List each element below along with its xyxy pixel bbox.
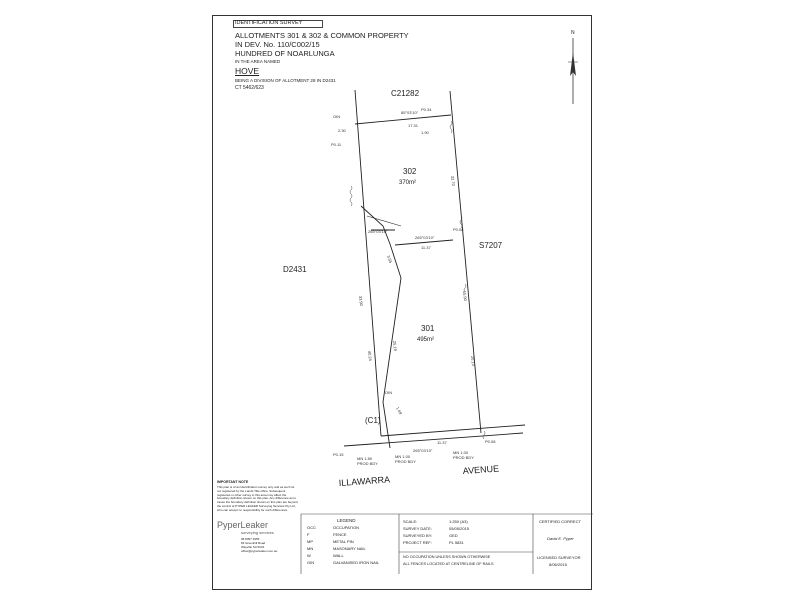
street-name-avenue: AVENUE <box>462 463 499 476</box>
distance-label: 33.90 <box>358 296 364 307</box>
distance-label: 32.70 <box>450 176 456 187</box>
survey-date: 05/05/2015 <box>449 526 470 531</box>
company-subtitle: surveying services <box>241 530 274 535</box>
mark-label: P0.34 <box>421 107 432 112</box>
legend-code: W <box>307 553 311 558</box>
surveyor-signature: David E. Pyper <box>547 536 574 541</box>
division-text: BEING A DIVISION OF ALLOTMENT 28 IN D243… <box>235 78 336 83</box>
plan-drawing: 85°03'10" 17.31 265°03'10" 11.37 265°03'… <box>283 38 593 574</box>
peg-label: PROD BDY <box>453 455 474 460</box>
distance-label: 2.30 <box>338 128 347 133</box>
area-named-label: IN THE AREA NAMED <box>235 59 281 64</box>
mark-label: P0.11 <box>331 142 342 147</box>
parcel-s7207: S7207 <box>479 241 503 250</box>
project-ref: PL 5831 <box>449 540 464 545</box>
boundary-lines <box>343 89 526 449</box>
parcel-d2431: D2431 <box>283 265 307 274</box>
legend-desc: METAL PIN <box>333 539 354 544</box>
distance-label: 20.13 <box>470 356 476 367</box>
project-ref-label: PROJECT REF: <box>403 540 432 545</box>
note-title: IMPORTANT NOTE <box>217 480 249 484</box>
bearing-label: 265°03'10" <box>413 448 433 453</box>
certification-date: 8/06/2015 <box>549 562 567 567</box>
distance-label: 1.90 <box>421 130 430 135</box>
distance-label: 40.24 <box>367 351 373 362</box>
survey-plan-sheet: IDENTIFICATION SURVEY ALLOTMENTS 301 & 3… <box>212 15 593 590</box>
legend-code: OCC <box>307 525 316 530</box>
company-line: 08 8357 3955 <box>241 537 260 541</box>
fences-note: ALL FENCES LOCATED AT CENTRELINE OF RAIL… <box>403 562 494 566</box>
allotment-301: 301 <box>421 324 435 333</box>
mark-label: P0.15 <box>333 452 344 457</box>
occupation-note: NO OCCUPATION UNLESS SHOWN OTHERWISE <box>403 555 491 559</box>
legend-code: F <box>307 532 310 537</box>
plan-title: ALLOTMENTS 301 & 302 & COMMON PROPERTY <box>235 31 409 40</box>
distance-label: 17.31 <box>408 123 419 128</box>
legend-desc: GALVANISED IRON NAIL <box>333 560 380 565</box>
distance-label: 25.19 <box>392 341 398 352</box>
north-label: N <box>571 30 575 36</box>
parcel-labels: C21282 S7207 D2431 302 370m² 301 495m² (… <box>283 89 503 425</box>
mark-label: P0.08 <box>453 227 464 232</box>
bearing-label: 265°03'10" <box>368 229 388 234</box>
mark-label: P0.08 <box>485 439 496 444</box>
peg-label: PROD BDY <box>357 461 378 466</box>
legend-desc: OCCUPATION <box>333 525 360 530</box>
peg-label: PROD BDY <box>395 459 416 464</box>
allotment-302-area: 370m² <box>399 180 416 186</box>
peg-label: MN 1.00 <box>453 450 469 455</box>
distance-label: 11.37 <box>437 440 447 445</box>
peg-label: MN 1.80 <box>357 456 373 461</box>
distance-label: 11.37 <box>421 245 431 250</box>
legend-code: MN <box>307 546 314 551</box>
distance-label: 1.69 <box>395 406 404 416</box>
bearing-label: 85°03'10" <box>401 110 419 115</box>
surveyed-by: GED <box>449 533 458 538</box>
fence-marks <box>349 120 486 440</box>
distance-label: 3.55 <box>386 255 394 265</box>
allotment-301-area: 495m² <box>417 337 434 343</box>
legend-desc: FENCE <box>333 532 347 537</box>
development-number: IN DEV. No. 110/C002/15 <box>235 40 320 49</box>
street-name-illawarra: ILLAWARRA <box>338 474 390 488</box>
common-property-c1: (C1) <box>365 416 381 425</box>
survey-date-label: SURVEY DATE: <box>403 526 432 531</box>
peg-label: MN 1.00 <box>395 454 411 459</box>
company-line: office@pyperleaker.com.au <box>241 549 278 553</box>
surveyed-by-label: SURVEYED BY: <box>403 533 433 538</box>
bearings-distances: 85°03'10" 17.31 265°03'10" 11.37 265°03'… <box>331 107 496 457</box>
certificate-of-title: CT 5462/623 <box>235 85 264 91</box>
bearing-label: 265°03'10" <box>415 235 435 240</box>
mark-label: OIN <box>333 114 340 119</box>
legend-desc: MASONARY NAIL <box>333 546 366 551</box>
distance-label: 15.90 <box>462 291 468 302</box>
legend-desc: WALL <box>333 553 344 558</box>
area-name: HOVE <box>235 66 260 76</box>
mark-label: OIN <box>385 390 392 395</box>
legend-title: LEGEND <box>337 518 356 523</box>
peg-labels: MN 1.80 PROD BDY MN 1.00 PROD BDY MN 1.0… <box>357 450 474 466</box>
legend-code: GIN <box>307 560 315 565</box>
parcel-c21282: C21282 <box>391 89 420 98</box>
certified-title: CERTIFIED CORRECT <box>539 519 581 524</box>
allotment-302: 302 <box>403 167 417 176</box>
company-line: Wayville SA 5034 <box>241 545 265 549</box>
survey-type: IDENTIFICATION SURVEY <box>235 20 303 26</box>
company-line: 83 Greenhill Road <box>241 541 266 545</box>
company-logo: PyperLeaker <box>217 520 269 530</box>
scale-value: 1:250 (A3) <box>449 519 468 524</box>
north-arrow <box>568 38 578 104</box>
scale-label: SCALE: <box>403 519 418 524</box>
surveyor-role: LICENSED SURVEYOR <box>537 555 581 560</box>
legend-code: MP <box>307 539 313 544</box>
hundred-name: HUNDRED OF NOARLUNGA <box>235 49 335 58</box>
title-block-lines <box>300 513 593 574</box>
header-title-box <box>233 20 323 28</box>
note-text: This plan is of an Identification survey… <box>217 485 298 512</box>
